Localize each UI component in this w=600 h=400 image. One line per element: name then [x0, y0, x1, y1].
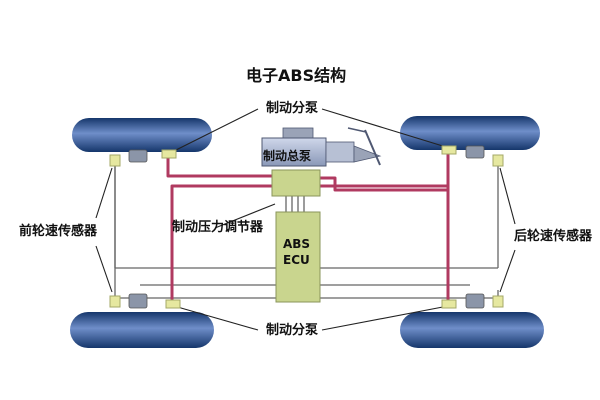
diagram-title: 电子ABS结构: [246, 66, 347, 85]
pressure-regulator: [271, 169, 321, 197]
wheel-sensors: [109, 145, 504, 309]
abs-ecu: [275, 211, 321, 303]
tire-front-left: [72, 118, 212, 152]
master-cylinder: [261, 127, 382, 167]
wheel-hubs: [128, 145, 485, 309]
tire-front-right: [400, 116, 540, 150]
tire-rear-right: [400, 312, 544, 348]
label-brake-pump-bottom: 制动分泵: [266, 323, 319, 338]
label-master-cylinder: 制动总泵: [263, 149, 312, 163]
label-pressure-regulator: 制动压力调节器: [172, 220, 264, 235]
label-abs: ABS: [283, 237, 311, 251]
brake-lines: [166, 150, 450, 300]
leader-lines: [95, 108, 516, 331]
label-front-wheel-sensor: 前轮速传感器: [19, 224, 98, 239]
label-ecu: ECU: [283, 253, 310, 267]
label-rear-wheel-sensor: 后轮速传感器: [514, 229, 593, 244]
tire-rear-left: [70, 312, 214, 348]
label-brake-pump-top: 制动分泵: [266, 101, 319, 116]
